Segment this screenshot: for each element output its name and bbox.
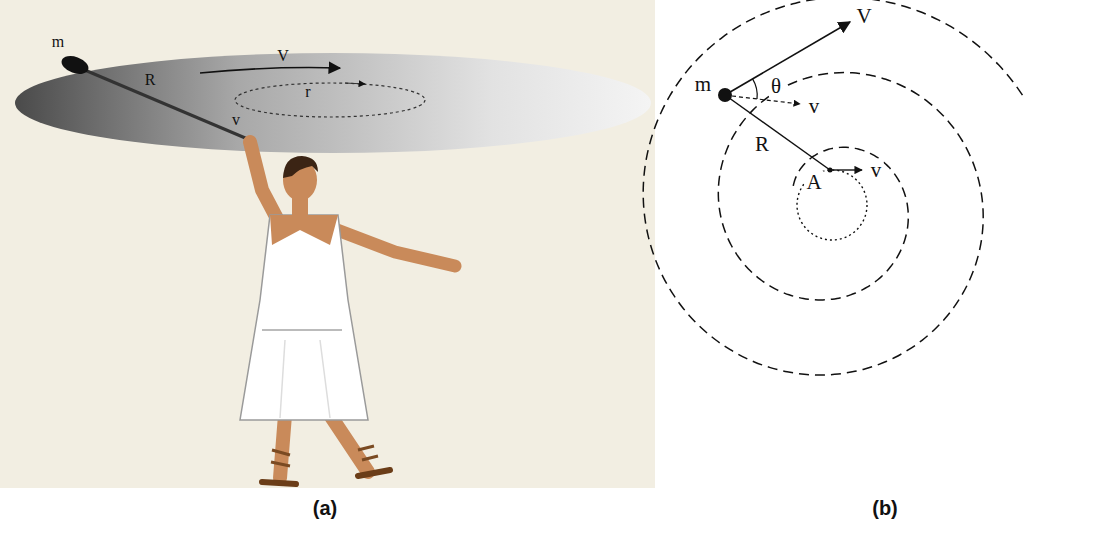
thrower-figure (240, 142, 455, 484)
panel-caption: (b) (872, 498, 898, 518)
sling-radius (725, 95, 830, 170)
panel-caption: (a) (313, 498, 337, 518)
velocity-arrow (200, 68, 340, 73)
velocity-label: v (869, 159, 884, 182)
mass-label: m (693, 73, 713, 96)
spiral-path (643, 0, 1025, 375)
hand-velocity-arrow (732, 96, 800, 104)
radius-label: R (145, 72, 156, 88)
sling-cord (80, 68, 250, 140)
hand-circle-arrow (345, 83, 365, 84)
velocity-label: v (232, 112, 240, 128)
radius-label: r (305, 84, 310, 100)
radius-label: R (753, 133, 771, 156)
velocity-label: V (854, 5, 873, 28)
stone-mass (59, 53, 91, 78)
sling-disc (15, 53, 651, 153)
panel-background (0, 0, 655, 488)
angle-arc (753, 79, 758, 99)
velocity-label: V (277, 48, 289, 64)
hand-velocity-arrow (830, 169, 862, 170)
stone-velocity-arrow (725, 22, 850, 95)
hand-point (828, 168, 833, 173)
velocity-label: v (807, 95, 822, 118)
hand-circle (797, 170, 867, 240)
stone-mass (718, 88, 732, 102)
angle-label: θ (769, 75, 783, 98)
point-label: A (804, 171, 823, 194)
mass-label: m (52, 34, 64, 50)
hand-circle (235, 83, 425, 117)
